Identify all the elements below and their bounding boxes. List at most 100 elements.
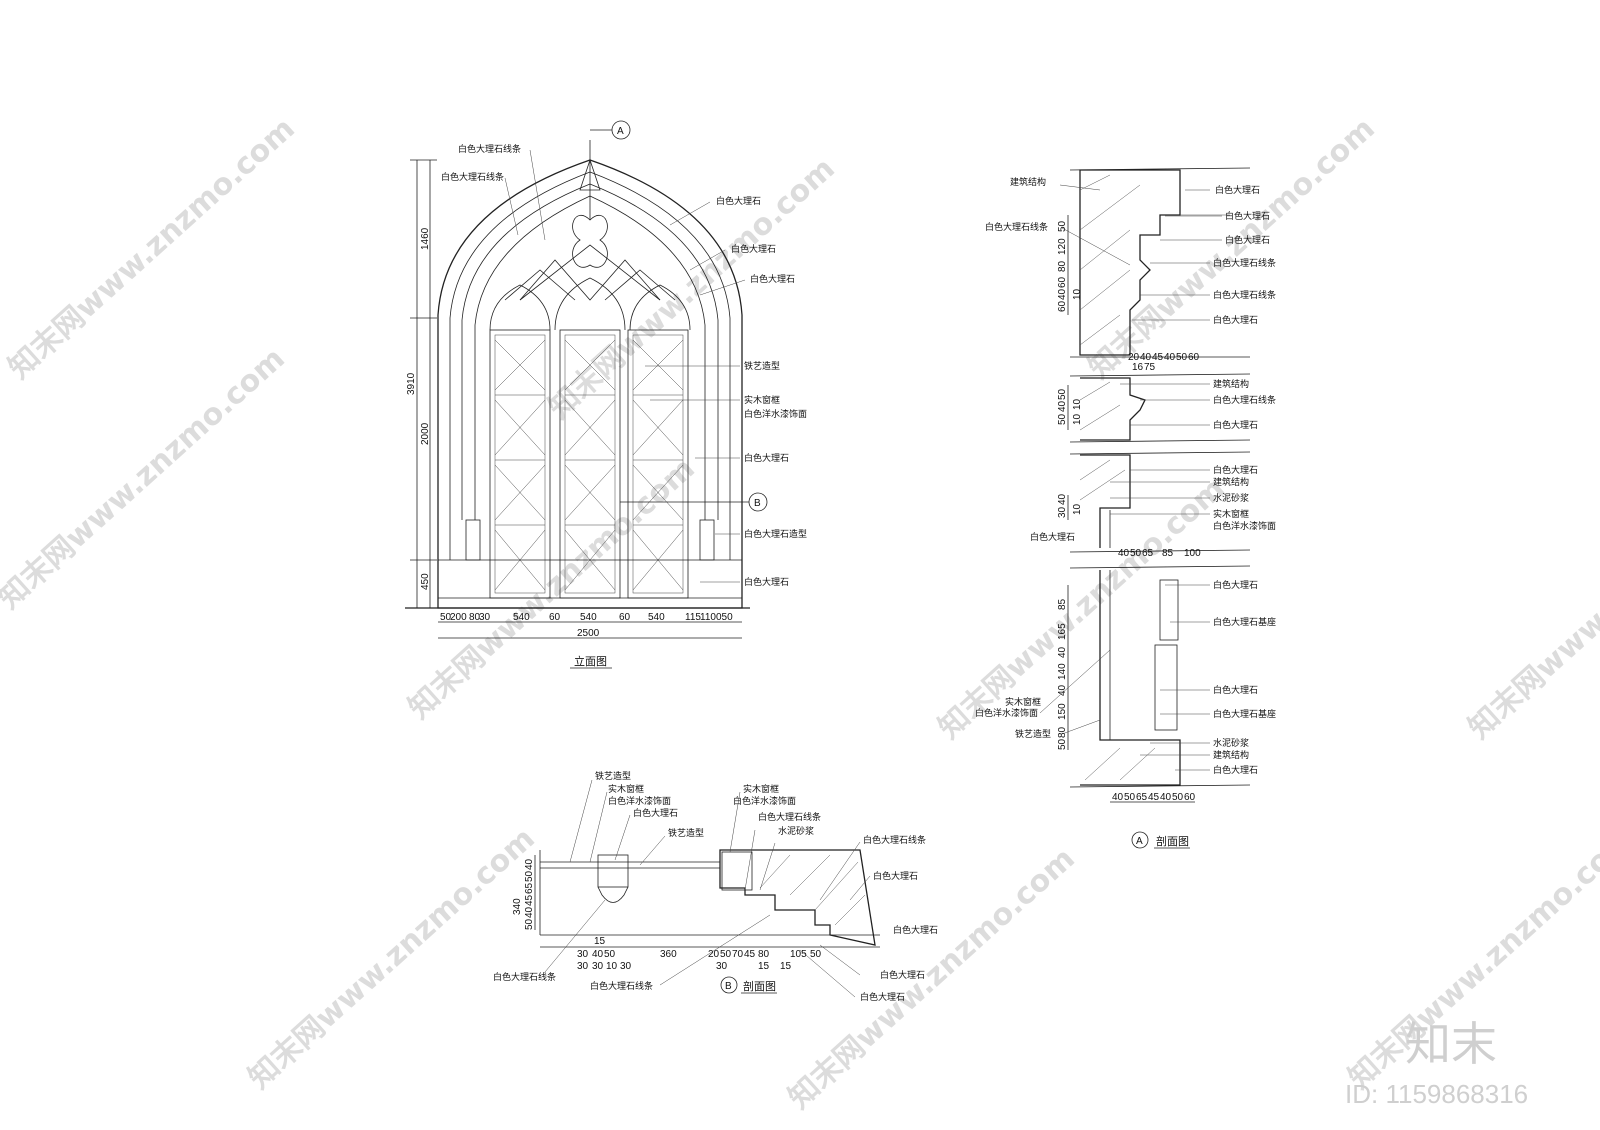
hatch-structure xyxy=(759,854,866,926)
dim-label: 40 xyxy=(1160,792,1172,803)
section-b-dims: 40 50 65 45 40 50 340 15 30 40 50 360 20… xyxy=(512,858,880,972)
dim-label: 50 xyxy=(1057,220,1068,232)
dim-label: 40 xyxy=(1140,352,1152,363)
dim-label: 40 xyxy=(1112,792,1124,803)
callout-label: 铁艺造型 xyxy=(668,827,704,839)
callout-label: 建筑结构 xyxy=(1213,749,1249,761)
brand-logo-text: 知末 xyxy=(1405,1017,1497,1071)
callout-label: 白色大理石 xyxy=(1213,579,1258,591)
dim-label: 60 xyxy=(549,612,561,623)
dim-label: 45 xyxy=(744,949,756,960)
dim-label: 450 xyxy=(420,573,431,590)
dim-label: 40 xyxy=(1164,352,1176,363)
dim-label: 10 xyxy=(1072,413,1083,425)
dim-label: 85 xyxy=(1057,598,1068,610)
section-b-bottom-labels: 白色大理石线条 白色大理石线条 白色大理石 白色大理石 xyxy=(493,899,925,1003)
callout-label: 白色大理石线条 xyxy=(863,834,926,846)
section-b-drawing: 40 50 65 45 40 50 340 15 30 40 50 360 20… xyxy=(493,770,938,1003)
section-a-right-labels: 白色大理石 白色大理石 白色大理石 白色大理石线条 白色大理石线条 白色大理石 … xyxy=(1110,184,1276,776)
callout-label: 白色大理石 xyxy=(893,924,938,936)
dim-label: 50 xyxy=(1057,413,1068,425)
dim-label: 50 xyxy=(1057,388,1068,400)
callout-label: 建筑结构 xyxy=(1010,176,1046,188)
callout-label: 白色大理石线条 xyxy=(1213,289,1276,301)
dim-label: 45 xyxy=(1148,792,1160,803)
callout-label: 白色洋水漆饰面 xyxy=(975,707,1038,719)
watermark-text: 知末网www.znzmo.com xyxy=(542,151,842,426)
dim-label: 30 xyxy=(592,961,604,972)
callout-label: 白色大理石线条 xyxy=(458,143,521,155)
dim-label: 115 xyxy=(685,612,701,623)
dim-label: 200 xyxy=(450,612,467,623)
dim-label: 540 xyxy=(580,612,597,623)
elevation-bottom-dims: 50 200 80 30 540 60 540 60 540 115 110 0… xyxy=(438,612,742,639)
dim-label: 10 xyxy=(1072,288,1083,300)
callout-label: 白色大理石线条 xyxy=(441,171,504,183)
section-b-top-labels: 铁艺造型 实木窗框 白色洋水漆饰面 白色大理石 铁艺造型 实木窗框 白色洋水漆饰… xyxy=(569,770,938,936)
dim-label: 80 xyxy=(1057,726,1068,738)
callout-label: 水泥砂浆 xyxy=(778,825,814,837)
dim-label: 50 xyxy=(440,612,452,623)
dim-label: 50 xyxy=(810,949,822,960)
section-marker-b: B xyxy=(725,981,732,992)
callout-label: 白色大理石 xyxy=(873,870,918,882)
dim-label: 80 xyxy=(1057,260,1068,272)
callout-label: 白色大理石 xyxy=(1030,531,1075,543)
dim-label: 50 xyxy=(1176,352,1188,363)
callout-label: 水泥砂浆 xyxy=(1213,737,1249,749)
callout-label: 白色大理石线条 xyxy=(590,980,653,992)
callout-label: 白色大理石 xyxy=(1213,684,1258,696)
dim-label: 20 xyxy=(708,949,720,960)
section-a-drawing: 60 40 60 80 120 50 10 20 40 45 40 50 60 … xyxy=(975,167,1276,849)
dim-label: 50 xyxy=(1057,738,1068,750)
callout-label: 白色大理石 xyxy=(744,452,789,464)
callout-label: 白色大理石 xyxy=(744,576,789,588)
dim-label: 80 xyxy=(469,612,481,623)
dim-label: 30 xyxy=(716,961,728,972)
dim-label: 140 xyxy=(1057,663,1068,680)
section-a-left-labels: 建筑结构 白色大理石线条 白色大理石 实木窗框 白色洋水漆饰面 铁艺造型 xyxy=(975,176,1131,740)
callout-label: 铁艺造型 xyxy=(595,770,631,782)
callout-label: 白色大理石 xyxy=(1215,184,1260,196)
section-b-title: 剖面图 xyxy=(743,979,776,993)
callout-label: 白色大理石 xyxy=(731,243,776,255)
watermark-text: 知末网www.znzmo.com xyxy=(2,111,302,386)
callout-label: 实木窗框 xyxy=(743,783,779,795)
dim-label: 65 xyxy=(524,882,535,894)
dim-label: 70 xyxy=(732,949,744,960)
callout-label: 建筑结构 xyxy=(1213,476,1249,488)
dim-label: 60 xyxy=(1184,792,1196,803)
elevation-vertical-dims: 1460 3910 2000 450 xyxy=(406,159,437,608)
callout-label: 白色洋水漆饰面 xyxy=(744,408,807,420)
dim-label: 40 xyxy=(1057,400,1068,412)
dim-label: 105 xyxy=(790,949,807,960)
callout-label: 白色大理石 xyxy=(1213,314,1258,326)
dim-label: 20 xyxy=(1128,352,1140,363)
dim-label: 40 xyxy=(1057,646,1068,658)
callout-label: 白色大理石 xyxy=(860,991,905,1003)
callout-label: 白色大理石 xyxy=(750,273,795,285)
frame-profile xyxy=(597,854,629,888)
dim-label: 50 xyxy=(524,870,535,882)
dim-label: 340 xyxy=(512,898,523,915)
dim-label: 40 xyxy=(524,858,535,870)
callout-label: 铁艺造型 xyxy=(1015,728,1051,740)
dim-label: 050 xyxy=(716,612,733,623)
section-marker-b: B xyxy=(754,498,761,509)
section-marker-a: A xyxy=(1136,836,1143,847)
watermark-layer: 知末网www.znzmo.com 知末网www.znzmo.com 知末网www… xyxy=(0,111,1600,1116)
callout-label: 白色洋水漆饰面 xyxy=(608,795,671,807)
callout-label: 铁艺造型 xyxy=(744,360,780,372)
callout-label: 白色大理石线条 xyxy=(758,811,821,823)
dim-label: 40 xyxy=(592,949,604,960)
dim-label: 100 xyxy=(1184,548,1201,559)
dim-label: 10 xyxy=(606,961,618,972)
watermark-text: 知末网www.znzmo.com xyxy=(0,341,292,616)
dim-label: 40 xyxy=(1057,684,1068,696)
callout-label: 实木窗框 xyxy=(744,394,780,406)
callout-label: 白色大理石 xyxy=(880,969,925,981)
dim-label: 50 xyxy=(1130,548,1142,559)
callout-label: 白色大理石线条 xyxy=(493,971,556,983)
dim-label: 360 xyxy=(660,949,677,960)
dim-label: 50 xyxy=(1172,792,1184,803)
